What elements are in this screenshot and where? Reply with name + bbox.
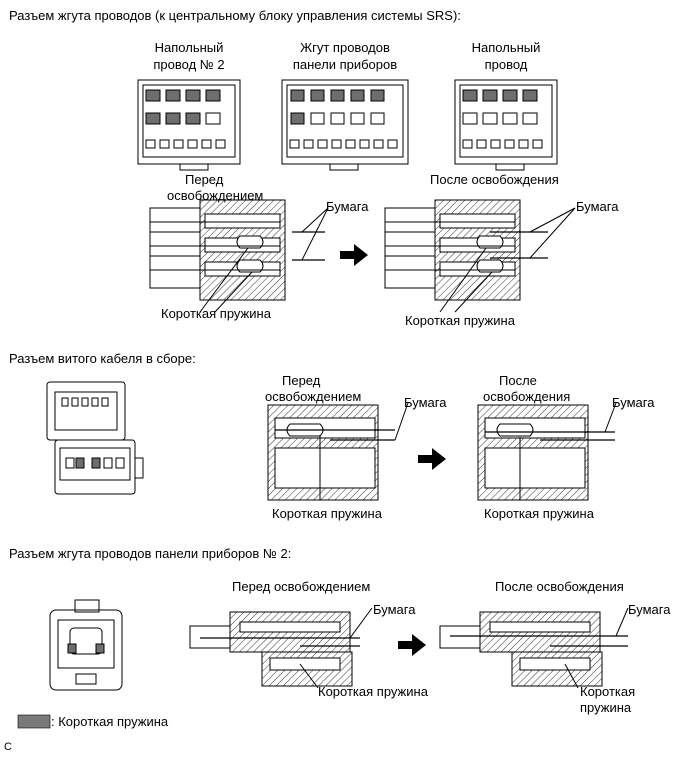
section3-after-cross-section: [439, 607, 629, 689]
section2-heading: Разъем витого кабеля в сборе:: [9, 351, 196, 366]
clock-spring-connector-face: [46, 381, 144, 495]
s1-paper-label-before: Бумага: [326, 199, 369, 214]
conn-a-label-line2: провод № 2: [153, 57, 225, 72]
s3-before-label: Перед освобождением: [232, 579, 371, 594]
conn-a-label-line1: Напольный: [154, 40, 224, 55]
s2-before-line2: освобождением: [265, 389, 362, 404]
s3-spring-label-after-line1: Короткая: [580, 684, 636, 699]
conn-b-label-line1: Жгут проводов: [300, 40, 390, 55]
s2-paper-label-before: Бумага: [404, 395, 447, 410]
s2-paper-label-after: Бумага: [612, 395, 655, 410]
s2-spring-label-after: Короткая пружина: [484, 506, 594, 521]
s3-spring-label-after-line2: пружина: [580, 700, 632, 715]
conn-c-label-line2: провод: [484, 57, 528, 72]
connector-floor-wire: [454, 79, 558, 171]
release-arrow-3: [398, 634, 426, 656]
conn-c-label-line1: Напольный: [471, 40, 541, 55]
section1-before-cross-section: [149, 199, 329, 313]
s1-before-line1: Перед: [185, 172, 224, 187]
release-arrow-2: [418, 448, 446, 470]
section3-before-cross-section: [189, 607, 373, 689]
legend-swatch: [17, 714, 51, 729]
section3-heading: Разъем жгута проводов панели приборов № …: [9, 546, 292, 561]
s3-paper-label-before: Бумага: [373, 602, 416, 617]
s1-before-line2: освобождением: [167, 188, 264, 203]
instrument-panel-connector-2-face: [49, 599, 123, 691]
s2-after-line1: После: [499, 373, 537, 388]
s1-paper-label-after: Бумага: [576, 199, 619, 214]
s3-paper-label-after: Бумага: [628, 602, 671, 617]
s1-spring-label-after: Короткая пружина: [405, 313, 515, 328]
s1-after-label: После освобождения: [430, 172, 559, 187]
section1-after-cross-section: [384, 199, 576, 313]
s2-spring-label-before: Короткая пружина: [272, 506, 382, 521]
s2-after-line2: освобождения: [483, 389, 571, 404]
s1-spring-label-before: Короткая пружина: [161, 306, 271, 321]
conn-b-label-line2: панели приборов: [292, 57, 398, 72]
legend-text: : Короткая пружина: [51, 714, 169, 729]
footer-code: C: [4, 741, 12, 753]
section2-after-cross-section: [477, 402, 617, 501]
s3-after-label: После освобождения: [495, 579, 624, 594]
section1-heading: Разъем жгута проводов (к центральному бл…: [9, 8, 461, 23]
connector-instrument-panel-wire: [281, 79, 409, 171]
s2-before-line1: Перед: [282, 373, 321, 388]
connector-floor-wire-2: [137, 79, 241, 171]
section2-before-cross-section: [267, 402, 409, 501]
release-arrow: [340, 244, 368, 266]
s3-spring-label-before: Короткая пружина: [318, 684, 428, 699]
